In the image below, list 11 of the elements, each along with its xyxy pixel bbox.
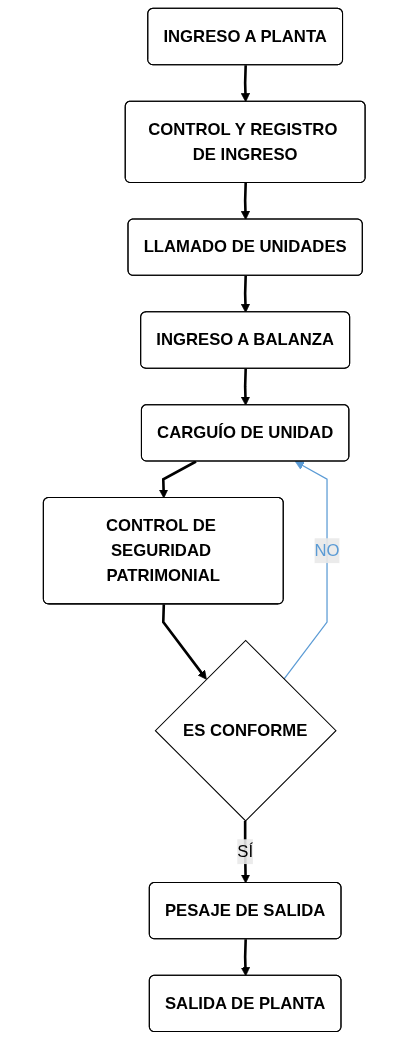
arrow: [240, 183, 250, 220]
arrow: [240, 368, 250, 406]
node-diamond: ES CONFORME: [154, 639, 337, 822]
edge-label: NO: [314, 541, 340, 560]
arrow: [240, 939, 250, 977]
arrow: [161, 604, 207, 680]
arrow: [158, 460, 197, 499]
edge-label: SÍ: [237, 842, 253, 861]
arrow: [283, 461, 328, 680]
arrow: [240, 275, 250, 313]
arrow: [240, 65, 250, 103]
